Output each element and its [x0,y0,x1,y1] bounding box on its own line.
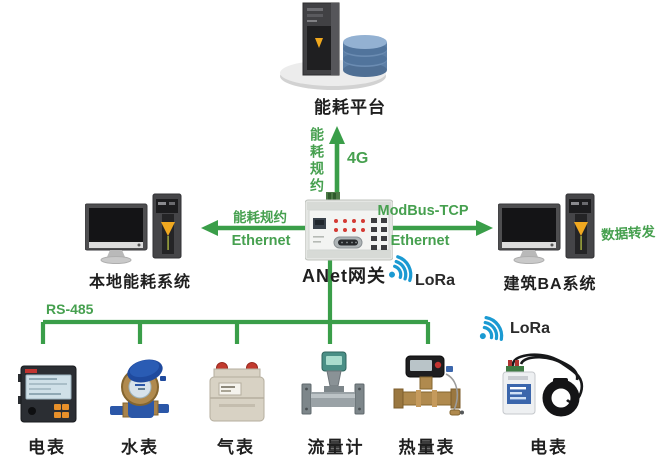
heat-meter-icon [393,355,464,416]
left-link-protocol-label: 能耗规约 [233,210,287,225]
right-link-network-label: Ethernet [390,233,450,249]
ba-system-label: 建筑BA系统 [503,276,597,293]
device-label-water-meter: 水表 [121,438,159,457]
lora-signal-icon [388,255,413,283]
water-meter-icon [110,359,169,418]
device-label-flow-meter: 流量计 [307,438,365,457]
gas-meter-icon [209,362,265,422]
left-arrowhead [201,220,218,236]
device-label-gas-meter: 气表 [217,438,255,457]
device-label-electric-meter: 电表 [28,438,66,457]
wireless-electric-meter-icon [502,353,584,417]
building-ba-system-icon [498,193,595,264]
left-link-network-label: Ethernet [231,233,291,249]
lora-signal-icon-bottom [479,316,504,341]
flow-meter-icon [301,351,365,415]
uplink-network-label: 4G [347,150,369,167]
uplink-arrowhead [329,126,345,144]
rs485-bus-line [40,260,431,344]
gateway-label: ANet网关 [301,266,387,286]
data-forward-note: 数据转发 [600,224,656,243]
local-system-label: 本地能耗系统 [88,274,192,291]
bottom-lora-label: LoRa [510,320,550,337]
electric-meter-icon [18,365,77,423]
anet-gateway-icon [305,192,393,261]
device-label-wireless-meter: 电表 [530,438,568,457]
energy-platform-server-icon [280,2,387,90]
platform-label: 能耗平台 [314,98,386,117]
rs485-label: RS-485 [46,301,94,317]
local-energy-system-icon [85,193,182,264]
right-link-protocol-label: ModBus-TCP [377,203,469,219]
gateway-lora-label: LoRa [415,272,455,289]
uplink-protocol-label: 能耗规约 [309,127,325,195]
device-label-heat-meter: 热量表 [398,438,456,457]
right-arrowhead [476,220,493,236]
